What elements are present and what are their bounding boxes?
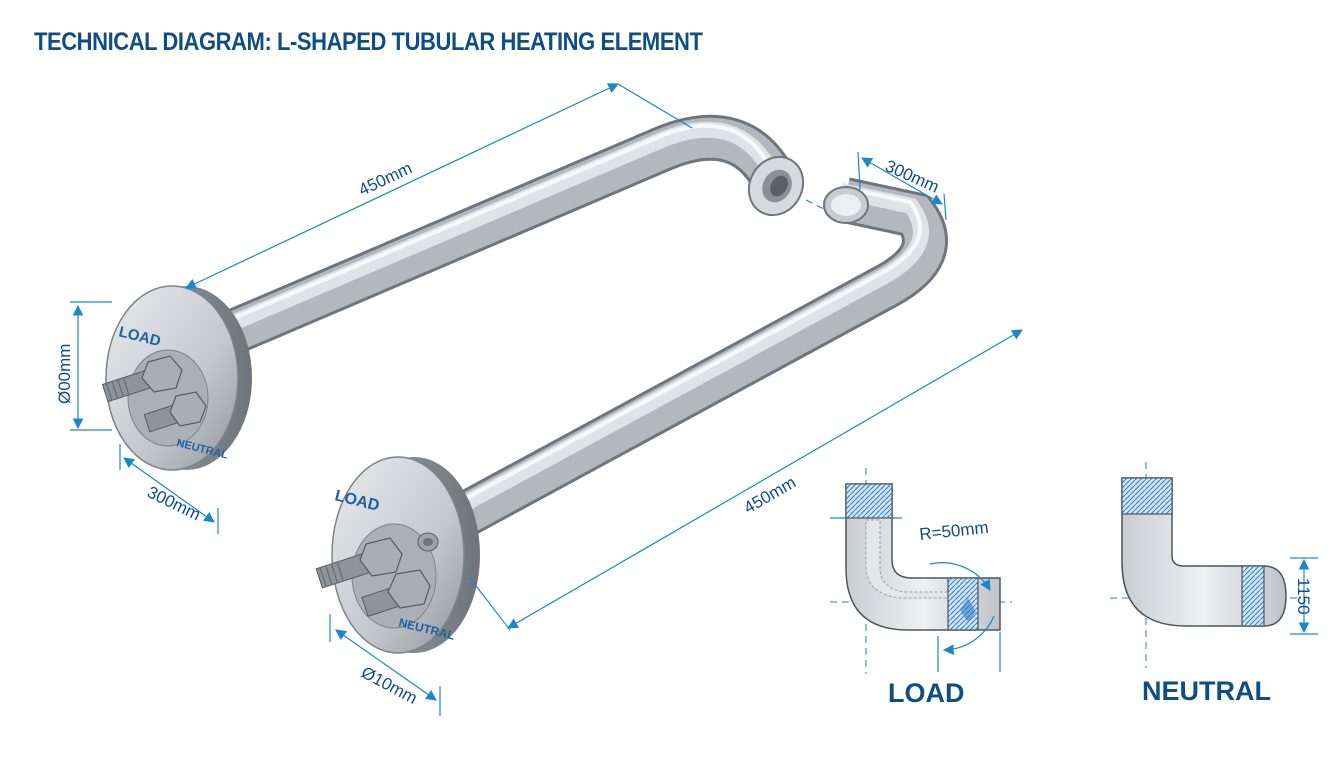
dim-flange2-diameter-label: Ø10mm <box>358 663 420 708</box>
diagram-title: TECHNICAL DIAGRAM: L-SHAPED TUBULAR HEAT… <box>34 28 703 56</box>
dim-bottom-length-label: 450mm <box>741 473 800 518</box>
flange-center: LOAD NEUTRAL <box>315 456 480 654</box>
terminal-stud-center-neutral <box>361 569 431 617</box>
terminal-stud-left-load <box>101 355 183 403</box>
terminal-stud-left-neutral <box>143 391 207 433</box>
terminal-stud-center-load <box>315 537 403 589</box>
bend-radius-label: R=50mm <box>918 518 989 544</box>
lower-tube <box>435 177 948 546</box>
lower-tube-open-end <box>823 186 869 224</box>
dim-flange1-width-label: 300mm <box>144 483 203 525</box>
upper-tube-open-end <box>747 155 805 217</box>
ground-screw <box>417 532 439 552</box>
load-detail-caption: LOAD <box>888 678 965 708</box>
neutral-height-label: 1150 <box>1294 578 1313 615</box>
dim-flange1-diameter: Ø00mm <box>55 301 112 431</box>
dim-flange1-diameter-label: Ø00mm <box>55 344 74 404</box>
detail-view-neutral: 1150 NEUTRAL <box>1110 462 1318 706</box>
upper-tube <box>200 114 800 364</box>
neutral-detail-caption: NEUTRAL <box>1142 676 1271 706</box>
flange-left: LOAD NEUTRAL <box>101 285 252 471</box>
detail-view-load: R=50mm LOAD <box>830 468 1012 708</box>
